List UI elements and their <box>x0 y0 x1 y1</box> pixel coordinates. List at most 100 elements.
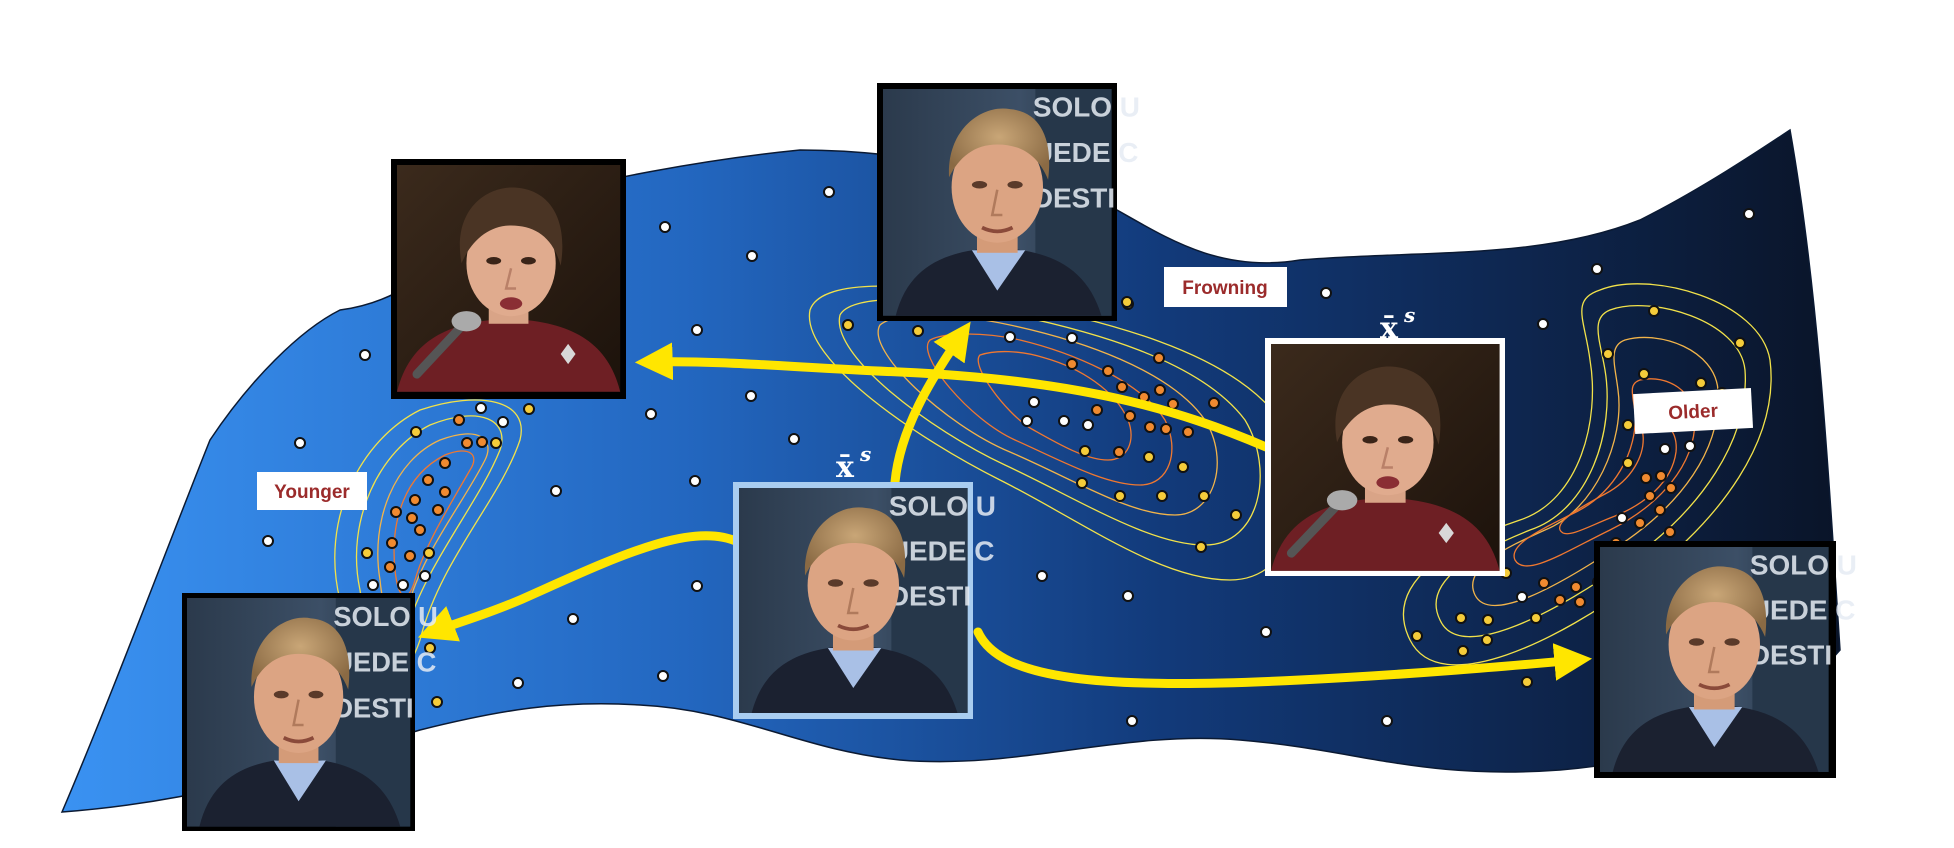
younger-point <box>497 416 509 428</box>
older-point <box>1622 457 1634 469</box>
svg-text:Younger: Younger <box>274 482 350 503</box>
frowning-point <box>1124 410 1136 422</box>
frowning-point <box>1160 423 1172 435</box>
younger-point <box>414 524 426 536</box>
arrow-to-frowning <box>890 321 971 487</box>
older-point <box>1570 581 1582 593</box>
frowning-point <box>1198 490 1210 502</box>
frowning-point <box>1143 451 1155 463</box>
latent-point <box>823 186 835 198</box>
younger-point <box>476 436 488 448</box>
latent-point <box>691 324 703 336</box>
frowning-point <box>1021 415 1033 427</box>
younger-point <box>397 579 409 591</box>
younger-point <box>439 486 451 498</box>
svg-text:x̄: x̄ <box>1380 311 1399 346</box>
younger-point <box>384 561 396 573</box>
frowning-point <box>1182 426 1194 438</box>
frowning-point <box>1208 397 1220 409</box>
latent-point <box>657 670 669 682</box>
older-point <box>1574 596 1586 608</box>
older-point <box>1521 676 1533 688</box>
sample-points <box>262 186 1755 727</box>
older-point <box>1644 490 1656 502</box>
older-point <box>1530 612 1542 624</box>
older-point <box>1638 368 1650 380</box>
svg-text:s: s <box>859 442 871 466</box>
frowning-point <box>1091 404 1103 416</box>
latent-point <box>1122 590 1134 602</box>
latent-point <box>1126 715 1138 727</box>
latent-point <box>1036 570 1048 582</box>
svg-text:s: s <box>1403 303 1415 327</box>
latent-point <box>512 677 524 689</box>
transformation-arrows <box>417 321 1593 688</box>
latent-point <box>788 433 800 445</box>
frowning-point <box>1156 490 1168 502</box>
older-point <box>1482 614 1494 626</box>
older-man-photo <box>1594 541 1859 778</box>
frowning-point <box>912 325 924 337</box>
svg-text:Older: Older <box>1668 401 1719 425</box>
frowning-point <box>1121 296 1133 308</box>
latent-point <box>294 437 306 449</box>
older-point <box>1648 305 1660 317</box>
younger-point <box>453 414 465 426</box>
older-point <box>1634 517 1646 529</box>
latent-point <box>359 349 371 361</box>
svg-text:Frowning: Frowning <box>1182 278 1267 299</box>
younger-point <box>461 437 473 449</box>
older-point <box>1695 377 1707 389</box>
latent-point <box>550 485 562 497</box>
latent-point <box>659 221 671 233</box>
younger-point <box>419 570 431 582</box>
frowning-point <box>1058 415 1070 427</box>
latent-point <box>689 475 701 487</box>
older-point <box>1616 512 1628 524</box>
older-point <box>1411 630 1423 642</box>
frowning-point <box>1066 332 1078 344</box>
older-point <box>1516 591 1528 603</box>
latent-point <box>567 613 579 625</box>
older-point <box>1640 472 1652 484</box>
latent-point <box>645 408 657 420</box>
younger-point <box>431 696 443 708</box>
older-point <box>1684 440 1696 452</box>
younger-man-photo <box>182 593 440 831</box>
source-man-photo <box>733 482 998 719</box>
frowning-man-photo <box>877 83 1142 321</box>
frowning-point <box>1195 541 1207 553</box>
frowning-point <box>1079 445 1091 457</box>
frowning-label: Frowning <box>1164 267 1287 307</box>
younger-point <box>432 504 444 516</box>
latent-point <box>1381 715 1393 727</box>
younger-point <box>439 457 451 469</box>
latent-point <box>1743 208 1755 220</box>
younger-point <box>386 537 398 549</box>
older-point <box>1538 577 1550 589</box>
younger-point <box>422 474 434 486</box>
older-point <box>1665 482 1677 494</box>
latent-point <box>745 390 757 402</box>
older-point <box>1664 526 1676 538</box>
younger-point <box>410 426 422 438</box>
frowning-point <box>842 319 854 331</box>
older-point <box>1457 645 1469 657</box>
arrow-woman-to-source <box>634 342 1271 452</box>
latent-point <box>746 250 758 262</box>
source-symbol: x̄ s <box>836 442 871 485</box>
older-point <box>1655 470 1667 482</box>
older-point <box>1654 504 1666 516</box>
frowning-point <box>1102 365 1114 377</box>
older-point <box>1554 594 1566 606</box>
older-label: Older <box>1633 387 1754 435</box>
arrow-to-older <box>973 627 1593 688</box>
latent-point <box>1028 396 1040 408</box>
latent-point <box>1591 263 1603 275</box>
target-symbol: x̄ s <box>1380 303 1415 346</box>
svg-text:x̄: x̄ <box>836 450 855 485</box>
frowning-point <box>1154 384 1166 396</box>
frowning-point <box>1082 419 1094 431</box>
frowning-point <box>1230 509 1242 521</box>
frowning-point <box>1066 358 1078 370</box>
